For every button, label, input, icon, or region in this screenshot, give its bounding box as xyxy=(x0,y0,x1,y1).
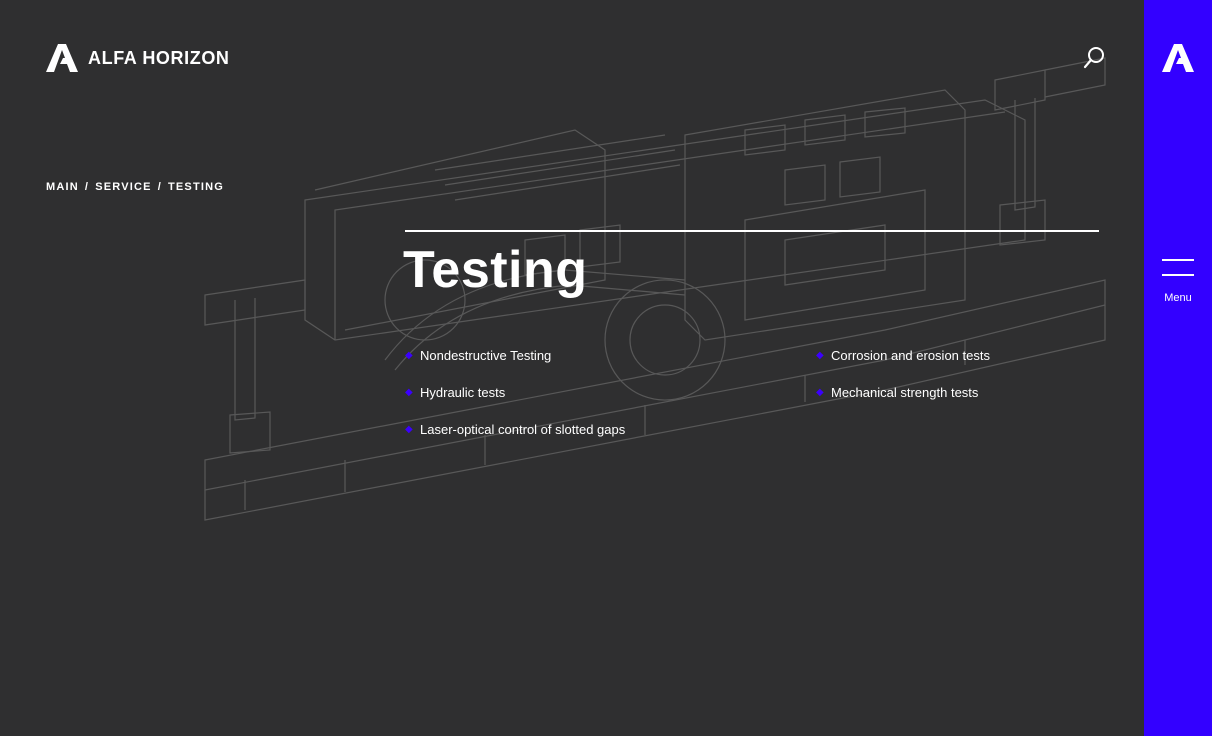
service-item-mechanical[interactable]: ◆ Mechanical strength tests xyxy=(816,383,1105,401)
page-title: Testing xyxy=(403,241,588,299)
service-item-hydraulic[interactable]: ◆ Hydraulic tests xyxy=(405,383,816,401)
sidebar: Menu xyxy=(1144,0,1212,736)
service-item-nondestructive[interactable]: ◆ Nondestructive Testing xyxy=(405,346,816,364)
service-label: Laser-optical control of slotted gaps xyxy=(420,421,626,437)
breadcrumb-service[interactable]: SERVICE xyxy=(95,181,152,193)
bullet-icon: ◆ xyxy=(405,349,413,361)
alfa-horizon-logo-icon[interactable] xyxy=(1162,44,1194,72)
menu-label: Menu xyxy=(1164,292,1192,304)
service-item-laser-optical[interactable]: ◆ Laser-optical control of slotted gaps xyxy=(405,420,816,438)
search-button[interactable] xyxy=(1082,46,1106,70)
main-area: ALFA HORIZON MAIN / SERVICE / TESTING Te… xyxy=(46,40,1125,540)
title-divider xyxy=(405,230,1099,232)
search-icon xyxy=(1083,47,1104,69)
alfa-horizon-logo-icon xyxy=(46,44,78,72)
brand-logo[interactable]: ALFA HORIZON xyxy=(46,44,230,72)
services-list: ◆ Nondestructive Testing ◆ Corrosion and… xyxy=(405,346,1105,438)
breadcrumb-main[interactable]: MAIN xyxy=(46,181,79,193)
service-label: Hydraulic tests xyxy=(420,384,506,400)
hamburger-icon xyxy=(1162,274,1194,276)
hamburger-icon xyxy=(1162,259,1194,261)
service-item-corrosion[interactable]: ◆ Corrosion and erosion tests xyxy=(816,346,1105,364)
bullet-icon: ◆ xyxy=(405,386,413,398)
bullet-icon: ◆ xyxy=(816,386,824,398)
bullet-icon: ◆ xyxy=(816,349,824,361)
service-label: Nondestructive Testing xyxy=(420,347,552,363)
breadcrumb: MAIN / SERVICE / TESTING xyxy=(46,181,224,193)
breadcrumb-current: TESTING xyxy=(167,181,225,193)
brand-name: ALFA HORIZON xyxy=(88,47,230,68)
menu-button[interactable]: Menu xyxy=(1144,256,1212,312)
breadcrumb-separator: / xyxy=(157,181,162,193)
service-label: Mechanical strength tests xyxy=(831,384,979,400)
bullet-icon: ◆ xyxy=(405,423,413,435)
machine-illustration xyxy=(185,40,1125,540)
service-label: Corrosion and erosion tests xyxy=(831,347,990,363)
breadcrumb-separator: / xyxy=(84,181,90,193)
